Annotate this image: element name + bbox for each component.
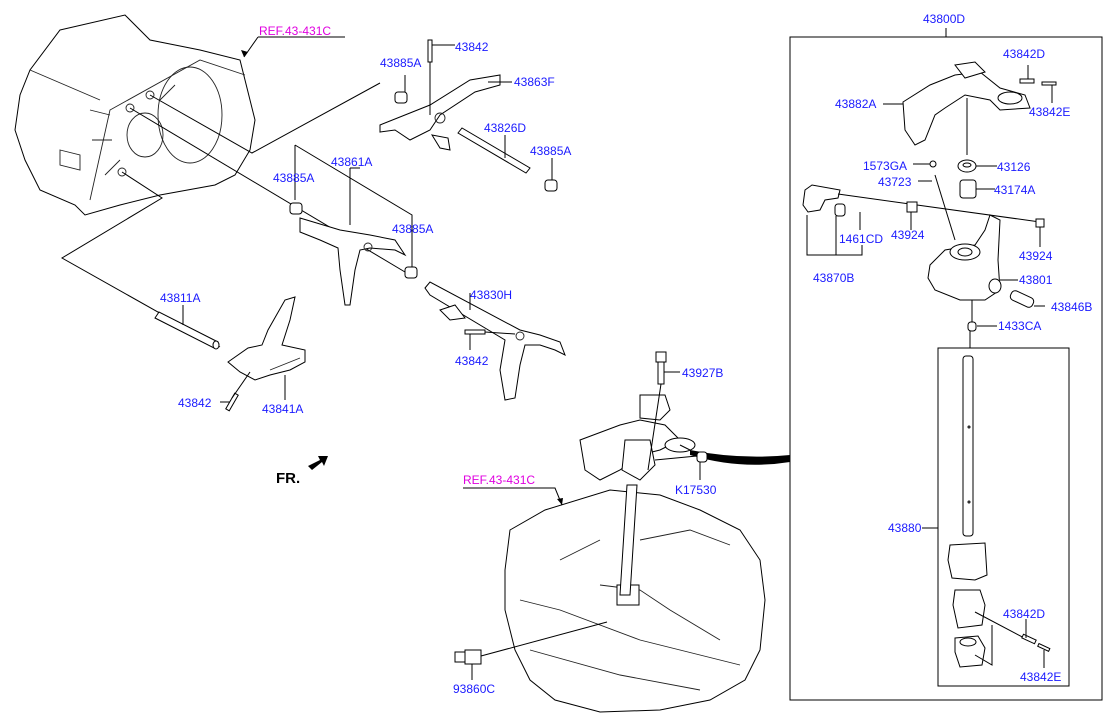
shift-rail-43811A[interactable] bbox=[154, 311, 220, 350]
reference-label-bottom[interactable]: REF.43-431C bbox=[463, 473, 536, 487]
pin-43842E-top[interactable] bbox=[1041, 81, 1057, 86]
part-label-43126[interactable]: 43126 bbox=[997, 160, 1031, 174]
shift-fork-43863F[interactable] bbox=[379, 74, 501, 151]
bushing-43885A-1[interactable] bbox=[394, 91, 408, 104]
part-label-93860C[interactable]: 93860C bbox=[453, 682, 496, 696]
shift-rail-43826D[interactable] bbox=[457, 127, 531, 174]
part-label-43885A-1[interactable]: 43885A bbox=[380, 56, 422, 70]
bushing-K17530[interactable] bbox=[696, 451, 708, 463]
part-label-43826D[interactable]: 43826D bbox=[484, 121, 527, 135]
part-label-43880[interactable]: 43880 bbox=[888, 521, 922, 535]
seal-43126[interactable] bbox=[957, 159, 977, 173]
shift-fork-43861A[interactable] bbox=[299, 217, 407, 306]
shift-cable bbox=[690, 450, 790, 465]
part-label-43870B[interactable]: 43870B bbox=[813, 271, 855, 285]
front-direction-label: FR. bbox=[276, 470, 301, 487]
part-label-43924-left[interactable]: 43924 bbox=[891, 228, 925, 242]
switch-93860C[interactable] bbox=[454, 649, 482, 665]
part-label-43841A[interactable]: 43841A bbox=[262, 402, 304, 416]
assembly-box-43800D bbox=[789, 36, 1103, 701]
part-label-43885A-2[interactable]: 43885A bbox=[530, 144, 572, 158]
part-label-43800D[interactable]: 43800D bbox=[923, 12, 966, 26]
part-label-43842-mid[interactable]: 43842 bbox=[455, 354, 489, 368]
housing-43801[interactable] bbox=[927, 214, 1002, 301]
bushing-43924-right[interactable] bbox=[1035, 218, 1045, 228]
ball-1573GA[interactable] bbox=[929, 160, 937, 168]
pin-43842-mid[interactable] bbox=[464, 329, 486, 335]
part-label-43861A[interactable]: 43861A bbox=[331, 155, 373, 169]
shift-control-assembly[interactable] bbox=[579, 394, 696, 596]
arrow-front-icon bbox=[308, 456, 328, 470]
part-label-1461CD[interactable]: 1461CD bbox=[839, 232, 884, 246]
pin-43842-left[interactable] bbox=[225, 392, 239, 412]
bushing-43924-left[interactable] bbox=[906, 201, 918, 213]
part-label-43885A-4[interactable]: 43885A bbox=[392, 222, 434, 236]
part-label-43924-right[interactable]: 43924 bbox=[1019, 249, 1053, 263]
lever-43882A[interactable] bbox=[902, 61, 1031, 146]
part-label-43723[interactable]: 43723 bbox=[878, 175, 912, 189]
arm-43870B[interactable] bbox=[802, 184, 846, 217]
part-label-43174A[interactable]: 43174A bbox=[994, 183, 1036, 197]
part-label-K17530[interactable]: K17530 bbox=[675, 483, 717, 497]
bushing-lower[interactable] bbox=[954, 635, 986, 668]
pin-43842D-bottom[interactable] bbox=[1021, 633, 1037, 645]
part-label-43842-left[interactable]: 43842 bbox=[178, 396, 212, 410]
part-label-1433CA[interactable]: 1433CA bbox=[998, 319, 1042, 333]
part-label-43842-top[interactable]: 43842 bbox=[455, 40, 489, 54]
bushing-43885A-3[interactable] bbox=[289, 202, 303, 215]
part-label-43846B[interactable]: 43846B bbox=[1051, 300, 1093, 314]
pin-43842D-top[interactable] bbox=[1019, 78, 1035, 84]
plug-1433CA[interactable] bbox=[967, 321, 977, 332]
part-label-43801[interactable]: 43801 bbox=[1019, 273, 1053, 287]
part-label-43842D-top[interactable]: 43842D bbox=[1003, 47, 1046, 61]
bushing-43174A[interactable] bbox=[959, 179, 977, 199]
part-label-1573GA[interactable]: 1573GA bbox=[863, 159, 908, 173]
part-label-43830H[interactable]: 43830H bbox=[470, 288, 513, 302]
bushing-43885A-4[interactable] bbox=[404, 266, 418, 279]
bolt-43927B[interactable] bbox=[655, 351, 667, 385]
plug-43846B[interactable] bbox=[1009, 289, 1035, 308]
part-label-43811A[interactable]: 43811A bbox=[160, 291, 201, 305]
shift-fork-43830H[interactable] bbox=[424, 281, 566, 401]
part-label-43863F[interactable]: 43863F bbox=[514, 75, 555, 89]
part-label-43882A[interactable]: 43882A bbox=[835, 97, 877, 111]
bushing-middle[interactable] bbox=[952, 589, 986, 629]
rod-43880[interactable] bbox=[962, 355, 974, 537]
assembly-box-43880 bbox=[937, 347, 1070, 687]
reference-label-top[interactable]: REF.43-431C bbox=[259, 24, 332, 38]
part-label-43842E-bottom[interactable]: 43842E bbox=[1020, 670, 1062, 684]
part-label-43842E-top[interactable]: 43842E bbox=[1029, 105, 1071, 119]
transaxle-housing-top[interactable] bbox=[14, 14, 256, 216]
bushing-upper[interactable] bbox=[947, 542, 988, 581]
transaxle-housing-bottom[interactable] bbox=[504, 489, 766, 713]
part-label-43885A-3[interactable]: 43885A bbox=[273, 171, 315, 185]
pin-43842E-bottom[interactable] bbox=[1037, 642, 1051, 653]
shift-fork-43841A[interactable] bbox=[227, 296, 306, 381]
part-label-43842D-bottom[interactable]: 43842D bbox=[1003, 607, 1046, 621]
bushing-43885A-2[interactable] bbox=[544, 179, 558, 192]
part-label-43927B[interactable]: 43927B bbox=[682, 366, 724, 380]
